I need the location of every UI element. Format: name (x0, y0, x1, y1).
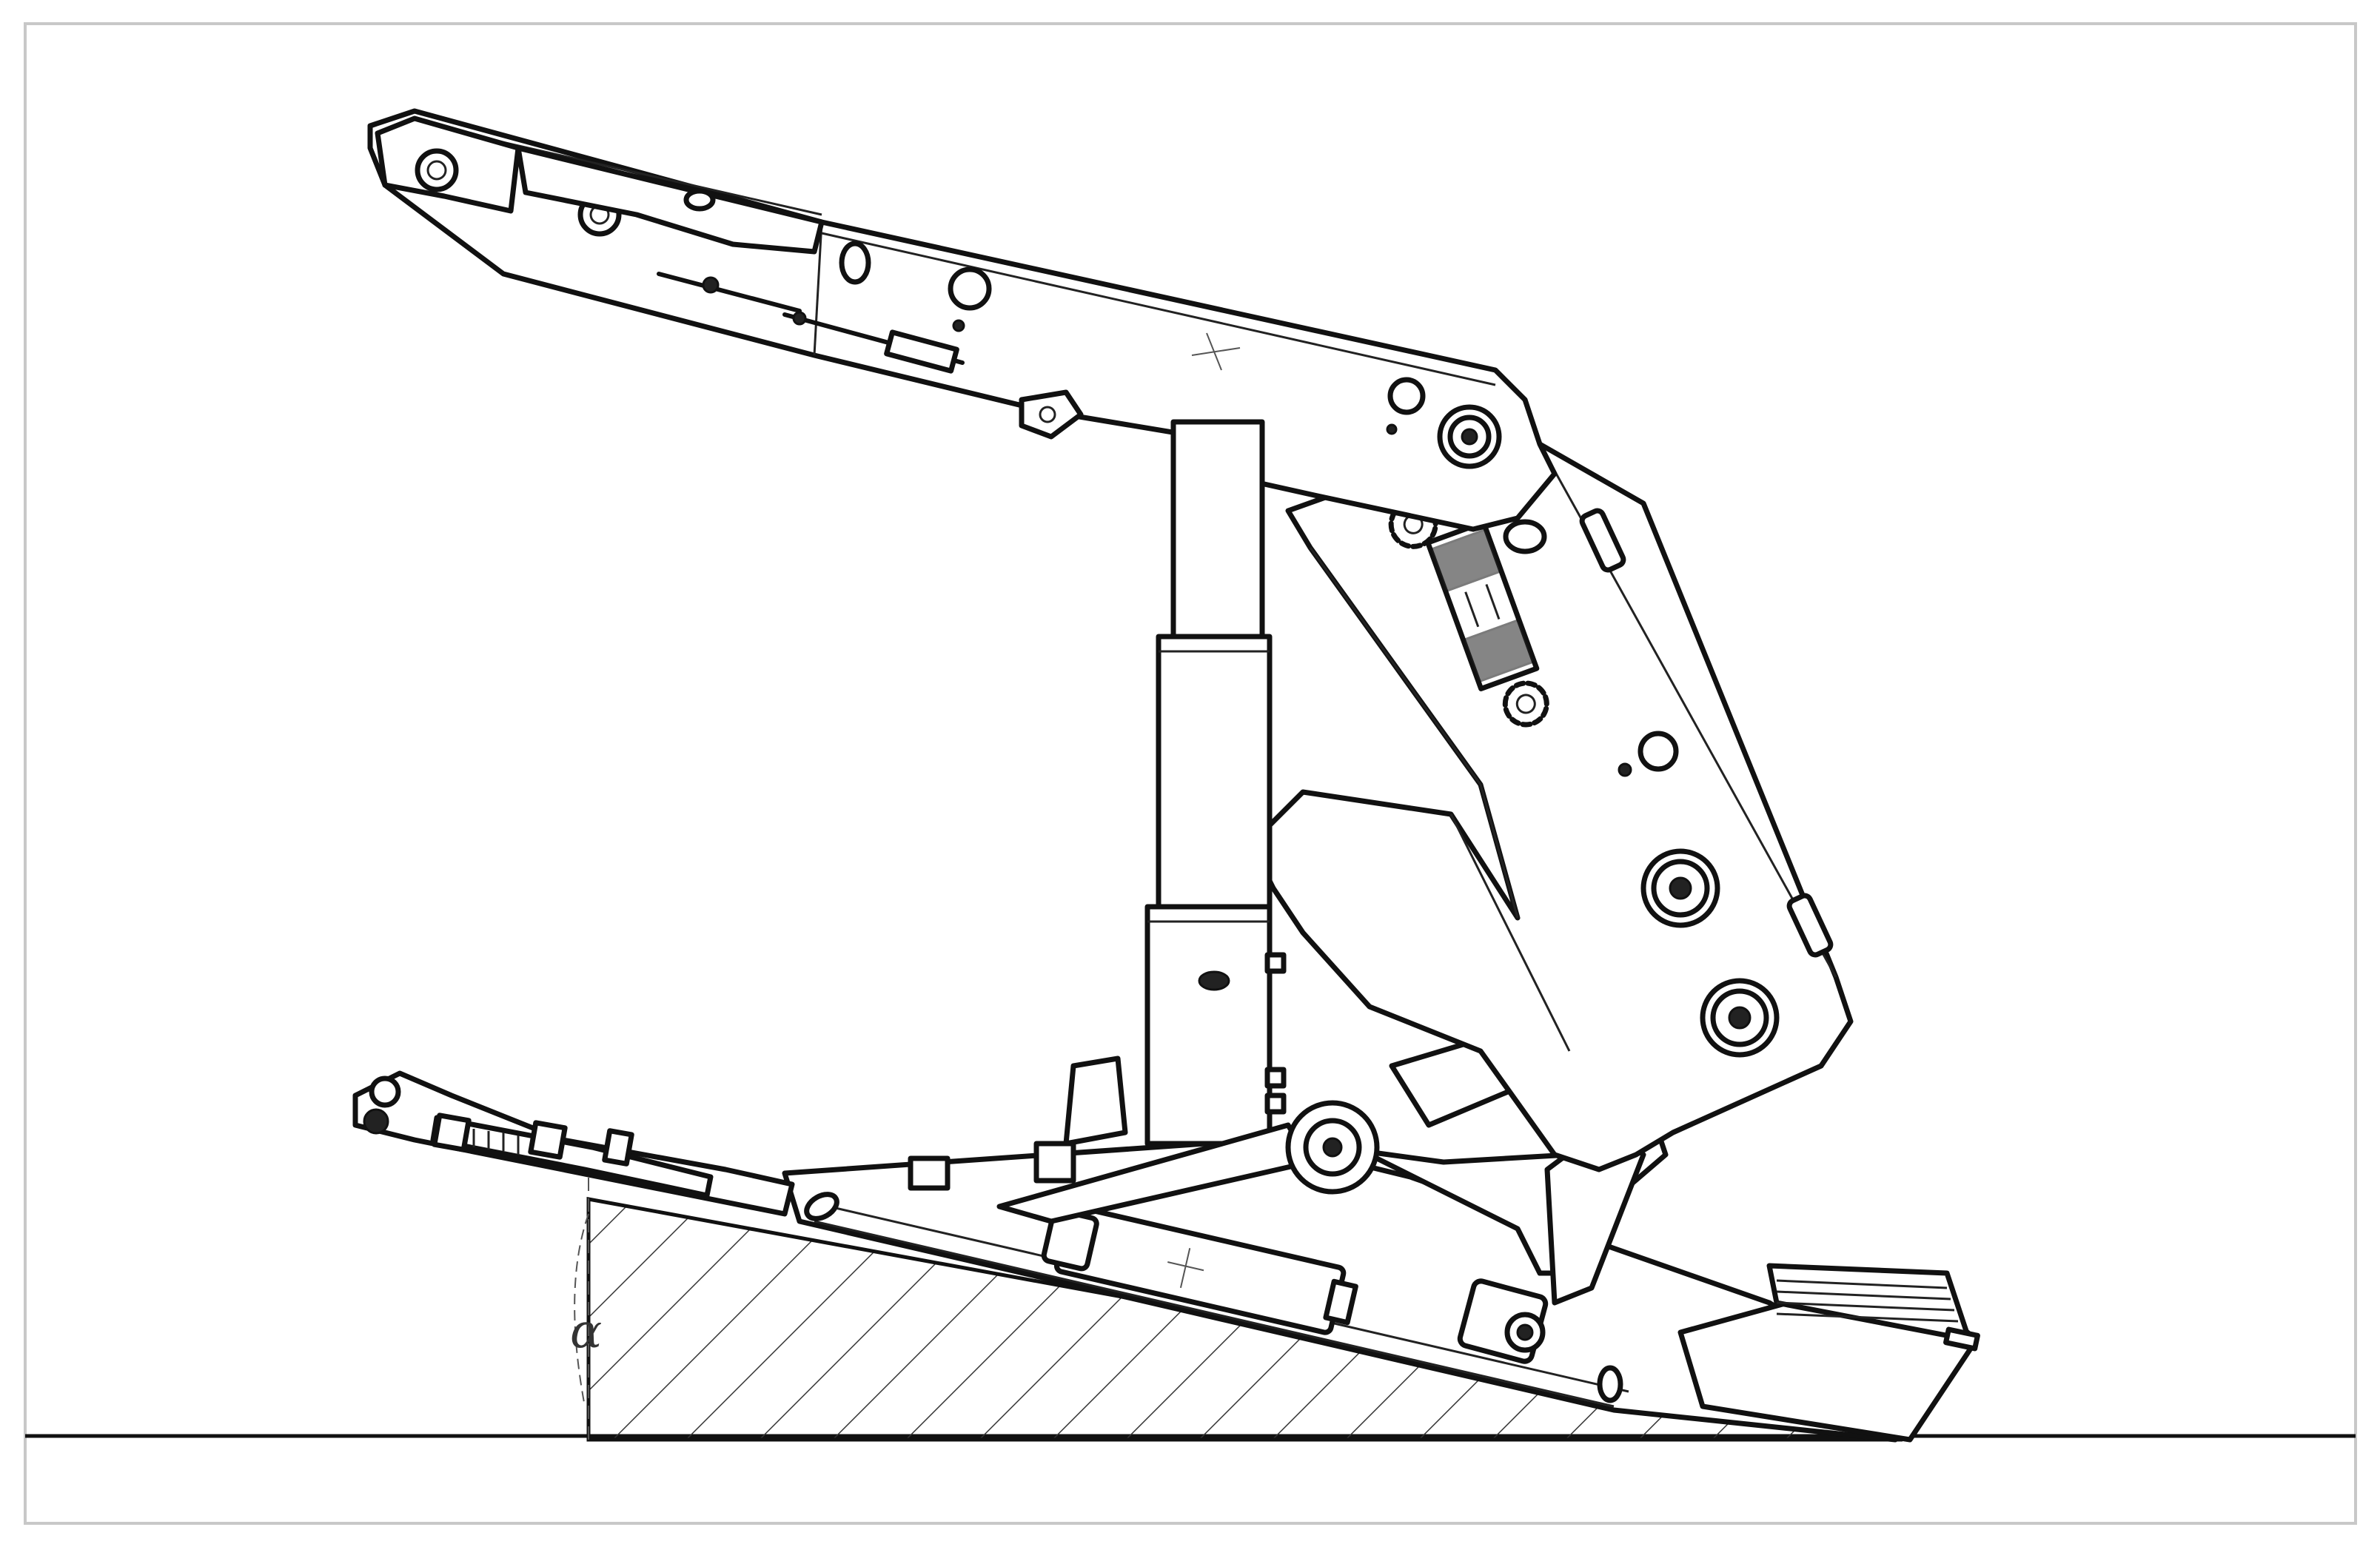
angle-alpha-label: α (570, 1304, 602, 1359)
hydraulic-leg (996, 419, 1313, 1224)
leg-foot-guard (1063, 1056, 1128, 1147)
front-arm-hole (369, 1075, 401, 1108)
angle-indicator: α (570, 1155, 602, 1440)
base-valve-block (1033, 1141, 1076, 1184)
front-pushing-cylinder (430, 1113, 714, 1198)
figure-frame (24, 22, 2357, 1525)
front-cylinder-clamp-2 (602, 1128, 634, 1167)
base-slot-hole (804, 1192, 839, 1221)
front-arm-pin (363, 1108, 389, 1135)
leg-middle-stage (1156, 634, 1273, 913)
front-cylinder-clamp (528, 1120, 568, 1160)
canopy-hole (948, 266, 992, 311)
canopy-side-fittings (657, 272, 965, 374)
shield-hole (1637, 731, 1679, 772)
canopy-centre-mark (1191, 332, 1241, 371)
shield-pin-upper (1640, 848, 1720, 928)
heel-pin-block (1457, 1278, 1549, 1364)
leg-port (1198, 970, 1230, 991)
leg-cylinder (1144, 904, 1273, 1147)
balance-jack (1388, 499, 1549, 728)
canopy-tip-pin (415, 148, 459, 192)
toe-pin (1943, 1326, 1980, 1352)
base-small-block (908, 1155, 951, 1191)
canopy-assembly (367, 108, 1558, 532)
shield-plate (1248, 441, 1854, 1172)
caving-shield (1248, 441, 1854, 1172)
front-base-extension (352, 1070, 1076, 1217)
canopy-extension (515, 145, 825, 255)
canopy-slot (839, 241, 871, 285)
canopy-lug (1019, 389, 1084, 440)
canopy-rear-hole (1387, 377, 1426, 415)
canopy-main-pin (1437, 404, 1502, 469)
base-rear-slot (1597, 1365, 1623, 1403)
leg-plunger-upper (1170, 419, 1265, 647)
base-front-pin (1285, 1100, 1380, 1195)
shield-pin-lower (1700, 978, 1780, 1058)
shield-slot (1503, 519, 1547, 554)
toe-ribs (1776, 1279, 1959, 1323)
